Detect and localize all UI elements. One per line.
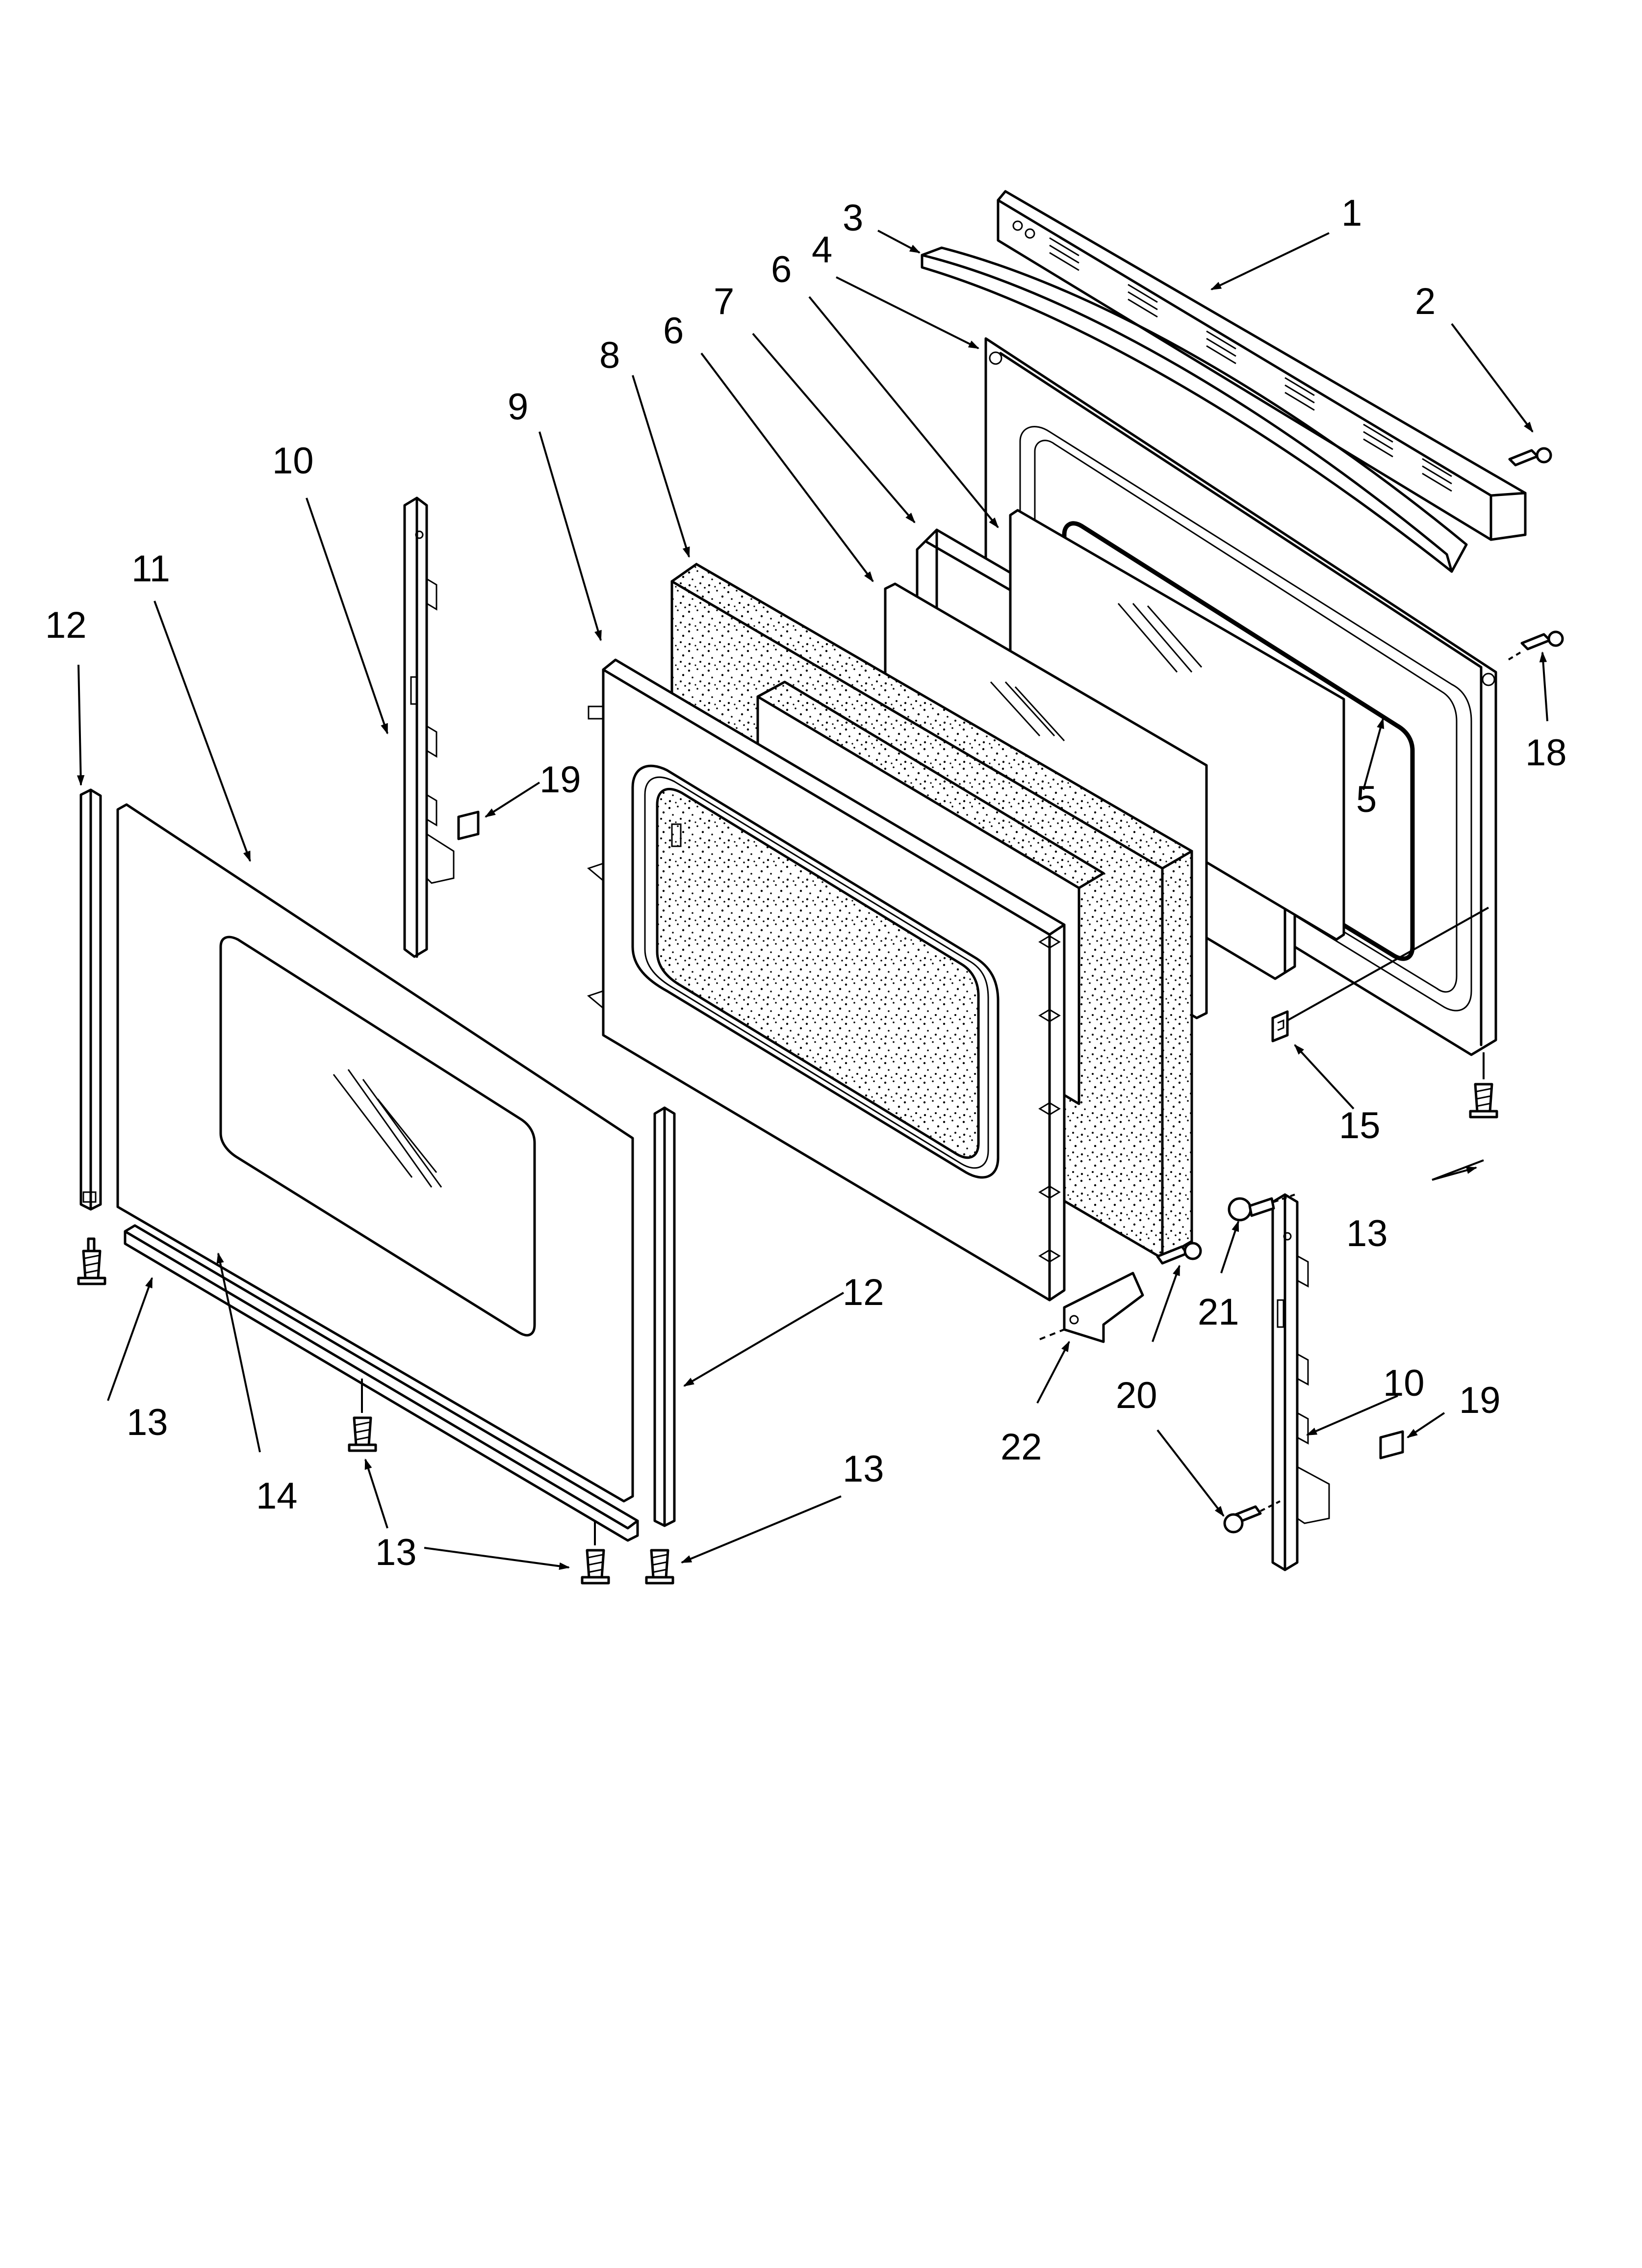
callout-13-right: 13	[843, 1448, 884, 1490]
callout-10-right: 10	[1383, 1362, 1425, 1404]
callout-9: 9	[508, 386, 528, 428]
part-22-bracket	[1039, 1272, 1144, 1343]
callout-14: 14	[256, 1475, 298, 1517]
part-18-screw	[1507, 630, 1564, 661]
part-12-side-trim-left	[79, 788, 102, 1211]
callout-2: 2	[1415, 281, 1436, 322]
callout-13-frame: 13	[1346, 1213, 1388, 1254]
part-10-hinge-left	[403, 496, 455, 958]
callout-15: 15	[1339, 1105, 1381, 1147]
callout-labels: 1 2 3 4 5 6 6 7 8 9 10 10 11 12 12 13 13…	[45, 192, 1567, 1573]
callout-12-right: 12	[843, 1272, 884, 1313]
callout-1: 1	[1341, 192, 1362, 234]
part-20-screw-lower	[1223, 1500, 1281, 1534]
part-20-screw-upper	[1156, 1242, 1202, 1265]
callout-13-left: 13	[127, 1402, 168, 1443]
leader-lines	[77, 230, 1548, 1570]
part-1-vent-trim	[997, 190, 1527, 541]
callout-19-right: 19	[1459, 1380, 1501, 1421]
part-9-door-panel	[587, 658, 1066, 1302]
callout-21: 21	[1198, 1291, 1239, 1333]
callout-8: 8	[599, 335, 620, 376]
callout-19-left: 19	[539, 759, 581, 801]
part-3-handle	[921, 246, 1468, 573]
part-12-side-trim-right	[653, 1106, 676, 1527]
callout-10-left: 10	[272, 440, 314, 482]
part-14-bottom-trim	[124, 1224, 639, 1542]
callout-13-bottom: 13	[375, 1532, 417, 1573]
callout-20: 20	[1116, 1375, 1157, 1416]
callout-5: 5	[1356, 779, 1377, 820]
callout-3: 3	[843, 197, 863, 239]
callout-6-upper: 6	[771, 249, 792, 290]
part-19-clip-left	[457, 810, 480, 840]
part-15-clip	[1271, 907, 1489, 1043]
part-11-outer-glass	[116, 803, 634, 1503]
part-13-screw-trim-right	[645, 1549, 674, 1585]
part-19-clip-right	[1379, 1430, 1404, 1460]
callout-11: 11	[131, 548, 170, 590]
part-13-screw-bottom-mid	[348, 1379, 377, 1452]
callout-7: 7	[714, 281, 734, 322]
part-13-screw-bottom-right	[581, 1521, 610, 1585]
callout-12-left: 12	[45, 604, 87, 646]
part-13-screw-left	[77, 1237, 106, 1285]
part-21-shoulder-screw	[1228, 1194, 1295, 1222]
part-10-hinge-right	[1271, 1193, 1330, 1571]
callout-18: 18	[1525, 732, 1567, 774]
callout-4: 4	[812, 229, 832, 271]
part-2-screw	[1508, 447, 1552, 467]
callout-6-lower: 6	[663, 310, 684, 352]
part-13-screw-frame-right	[1469, 1052, 1498, 1119]
callout-22: 22	[1001, 1426, 1042, 1468]
